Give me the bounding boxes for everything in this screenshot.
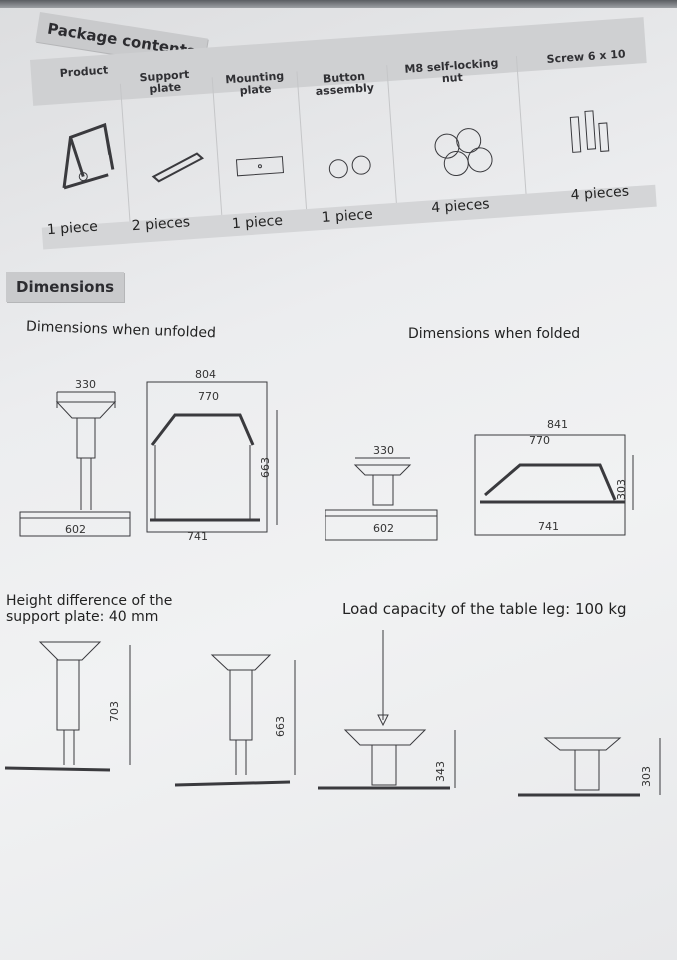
dim-frame-inner-unfolded: 770 <box>198 390 219 403</box>
nut-icon <box>434 128 493 177</box>
dim-frame-base-unfolded: 741 <box>187 530 208 543</box>
height-343: 343 <box>434 761 447 782</box>
dim-base-width-unfolded: 602 <box>65 523 86 536</box>
dim-frame-outer-unfolded: 804 <box>195 370 216 381</box>
folded-label: Dimensions when folded <box>408 326 581 342</box>
height-303: 303 <box>640 766 653 787</box>
unfolded-label: Dimensions when unfolded <box>25 318 217 342</box>
package-contents-table: Product Support plate Mounting plate But… <box>30 17 657 250</box>
button-assembly-icon <box>328 155 371 179</box>
col-header-support-plate: Support plate <box>139 67 190 96</box>
height-difference-label: Height difference of the support plate: … <box>6 593 173 625</box>
col-header-button-assembly: Button assembly <box>315 69 375 99</box>
dim-top-width-folded: 330 <box>373 444 394 457</box>
col-header-mounting-plate: Mounting plate <box>224 69 285 98</box>
support-plate-icon <box>151 152 205 183</box>
screw-icon <box>569 110 610 153</box>
page-top-shadow <box>0 0 677 8</box>
dim-frame-height-unfolded: 663 <box>259 457 272 478</box>
table-leg-frame-icon <box>62 122 115 190</box>
mounting-plate-icon <box>235 156 285 177</box>
dim-frame-base-folded: 741 <box>538 520 559 533</box>
load-capacity-label: Load capacity of the table leg: 100 kg <box>342 600 627 618</box>
dim-base-width-folded: 602 <box>373 522 394 535</box>
dim-frame-inner-folded: 770 <box>529 434 550 447</box>
dimensions-heading: Dimensions <box>6 272 125 302</box>
dim-top-width-unfolded: 330 <box>75 378 96 391</box>
unfolded-dimension-drawing: 330 602 804 770 663 741 <box>19 370 278 543</box>
col-header-nut: M8 self-locking nut <box>404 56 499 86</box>
dim-frame-outer-folded: 841 <box>547 418 568 431</box>
height-703: 703 <box>108 701 121 722</box>
folded-dimension-drawing: 330 602 841 770 303 741 <box>325 418 634 541</box>
height-comparison-drawings: 703 663 343 303 <box>4 630 661 797</box>
dim-frame-height-folded: 303 <box>615 479 628 500</box>
height-663: 663 <box>274 716 287 737</box>
